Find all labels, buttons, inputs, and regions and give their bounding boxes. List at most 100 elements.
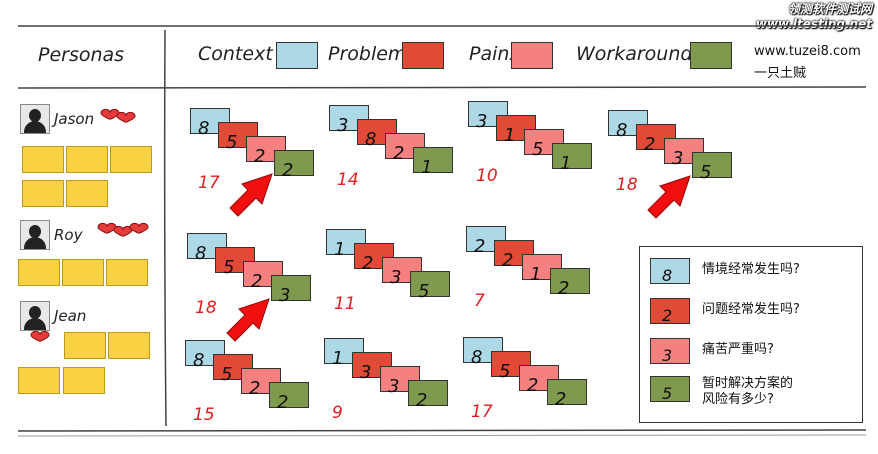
card-pains	[382, 257, 422, 283]
card-score: 8	[365, 129, 377, 150]
card-score: 2	[393, 143, 405, 164]
legend-label-context: Context	[198, 43, 273, 65]
card-score: 2	[558, 278, 570, 299]
key-sample-score: 5	[662, 384, 673, 403]
heart-icon	[100, 108, 120, 120]
card-score: 8	[193, 350, 205, 371]
card-score: 2	[416, 390, 428, 411]
sticky-note	[64, 332, 106, 359]
card-score: 2	[474, 236, 486, 257]
priority-arrow-icon	[226, 298, 270, 342]
credit-author: 一只土贼	[754, 66, 807, 81]
stack-total: 14	[337, 170, 359, 190]
card-score: 2	[555, 389, 567, 410]
stack-total: 9	[332, 403, 343, 423]
hearts-jason	[100, 108, 136, 123]
avatar-body	[24, 318, 46, 330]
watermark-url: www.ltesting.net	[755, 17, 872, 31]
card-score: 3	[388, 376, 400, 397]
persona-name-roy: Roy	[54, 226, 83, 244]
card-score: 1	[530, 264, 542, 285]
card-score: 1	[421, 157, 433, 178]
card-score: 2	[249, 378, 261, 399]
key-question: 问题经常发生吗?	[702, 302, 800, 317]
stack-total: 11	[334, 294, 356, 314]
card-pains	[243, 261, 283, 287]
avatar-body	[24, 121, 46, 133]
key-sample-score: 2	[662, 306, 673, 325]
card-score: 1	[332, 348, 344, 369]
card-score: 5	[226, 132, 238, 153]
avatar-head	[29, 225, 41, 238]
sticky-note	[110, 146, 152, 173]
card-score: 2	[254, 146, 266, 167]
card-workaround	[271, 275, 311, 301]
avatar-body	[24, 237, 46, 249]
sticky-note	[66, 146, 108, 173]
card-workaround	[547, 379, 587, 405]
avatar-head	[29, 109, 41, 122]
card-problem	[352, 352, 392, 378]
legend-label-workaround: Workaround	[576, 43, 693, 65]
card-workaround	[552, 143, 592, 169]
card-score: 2	[502, 250, 514, 271]
card-context	[468, 101, 508, 127]
card-score: 2	[251, 271, 263, 292]
priority-arrow-icon	[229, 173, 273, 217]
stack-total: 17	[198, 173, 220, 193]
legend-swatch-workaround	[690, 42, 732, 69]
stack-total: 7	[474, 291, 485, 311]
card-score: 3	[390, 267, 402, 288]
key-swatch-context	[650, 258, 690, 284]
stack-total: 18	[195, 298, 217, 318]
avatar-roy	[20, 220, 50, 250]
avatar-jason	[20, 104, 50, 134]
sticky-note	[106, 259, 148, 286]
scoring-key	[639, 246, 863, 423]
key-swatch-problem	[650, 298, 690, 324]
heart-icon	[129, 222, 149, 234]
card-score: 3	[279, 285, 291, 306]
card-workaround	[410, 271, 450, 297]
card-score: 8	[471, 347, 483, 368]
sticky-note	[63, 367, 105, 394]
card-score: 2	[282, 160, 294, 181]
heart-icon	[116, 111, 136, 123]
card-score: 1	[560, 153, 572, 174]
card-score: 5	[418, 281, 430, 302]
key-sample-score: 3	[662, 346, 673, 365]
hearts-jean	[30, 330, 50, 342]
legend-label-problem: Problem	[328, 43, 407, 65]
avatar-head	[29, 306, 41, 319]
key-sample-score: 8	[662, 266, 673, 285]
card-score: 2	[277, 392, 289, 413]
legend-swatch-context	[276, 42, 318, 69]
key-swatch-workaround	[650, 376, 690, 402]
stack-total: 17	[471, 402, 493, 422]
card-workaround	[408, 380, 448, 406]
card-score: 5	[221, 364, 233, 385]
legend-label-pains: Pains	[469, 43, 520, 65]
key-question: 痛苦严重吗?	[702, 342, 774, 357]
card-workaround	[274, 150, 314, 176]
card-score: 3	[337, 115, 349, 136]
priority-arrow-icon	[647, 175, 691, 219]
legend-swatch-pains	[511, 42, 553, 69]
card-workaround	[413, 147, 453, 173]
card-problem	[491, 351, 531, 377]
sticky-note	[22, 180, 64, 207]
heart-icon	[97, 222, 117, 234]
card-score: 5	[700, 162, 712, 183]
card-score: 8	[198, 118, 210, 139]
legend-swatch-problem	[402, 42, 444, 69]
sticky-note	[22, 146, 64, 173]
card-workaround	[692, 152, 732, 178]
watermark-title: 领测软件测试网	[787, 2, 872, 16]
watermark: 领测软件测试网 www.ltesting.net	[756, 2, 872, 32]
key-swatch-pains	[650, 338, 690, 364]
sticky-note	[18, 259, 60, 286]
card-score: 5	[499, 361, 511, 382]
card-score: 3	[672, 148, 684, 169]
